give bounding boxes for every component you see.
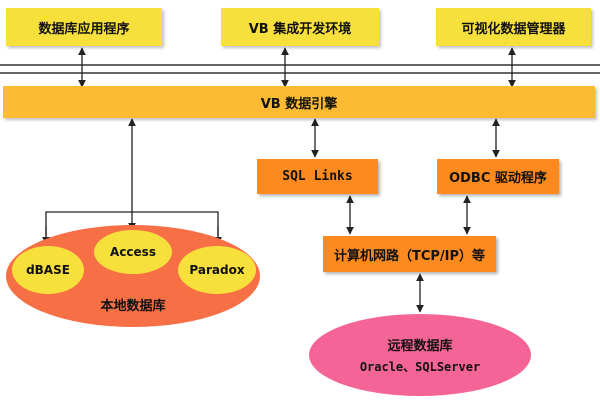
odbc-driver-label: ODBC 驱动程序 — [449, 171, 547, 186]
remote-db-ellipse: 远程数据库 Oracle、SQLServer — [309, 314, 531, 396]
vb-data-engine-label: VB 数据引擎 — [260, 96, 338, 112]
local-db-caption: 本地数据库 — [86, 293, 180, 315]
dbase-label: dBASE — [26, 263, 70, 277]
network-box: 计算机网路（TCP/IP）等 — [323, 236, 496, 272]
db-app-label: 数据库应用程序 — [38, 21, 130, 37]
sql-links-label: SQL Links — [282, 169, 353, 184]
remote-db-systems: Oracle、SQLServer — [359, 360, 481, 374]
sql-links-box: SQL Links — [257, 159, 378, 194]
visual-db-manager-box: 可视化数据管理器 — [436, 8, 591, 46]
remote-db-label: 远程数据库 — [387, 339, 453, 354]
vb-ide-box: VB 集成开发环境 — [221, 8, 379, 46]
access-label: Access — [110, 245, 156, 259]
paradox-ellipse: Paradox — [178, 246, 256, 294]
db-app-box: 数据库应用程序 — [6, 8, 162, 46]
local-db-label: 本地数据库 — [100, 298, 166, 314]
access-ellipse: Access — [94, 230, 172, 274]
vb-data-engine-bar: VB 数据引擎 — [3, 86, 595, 118]
odbc-driver-box: ODBC 驱动程序 — [437, 159, 559, 194]
vb-ide-label: VB 集成开发环境 — [248, 21, 352, 37]
paradox-label: Paradox — [189, 263, 245, 277]
visual-db-manager-label: 可视化数据管理器 — [461, 21, 566, 37]
dbase-ellipse: dBASE — [12, 246, 84, 294]
network-label: 计算机网路（TCP/IP）等 — [333, 248, 486, 264]
